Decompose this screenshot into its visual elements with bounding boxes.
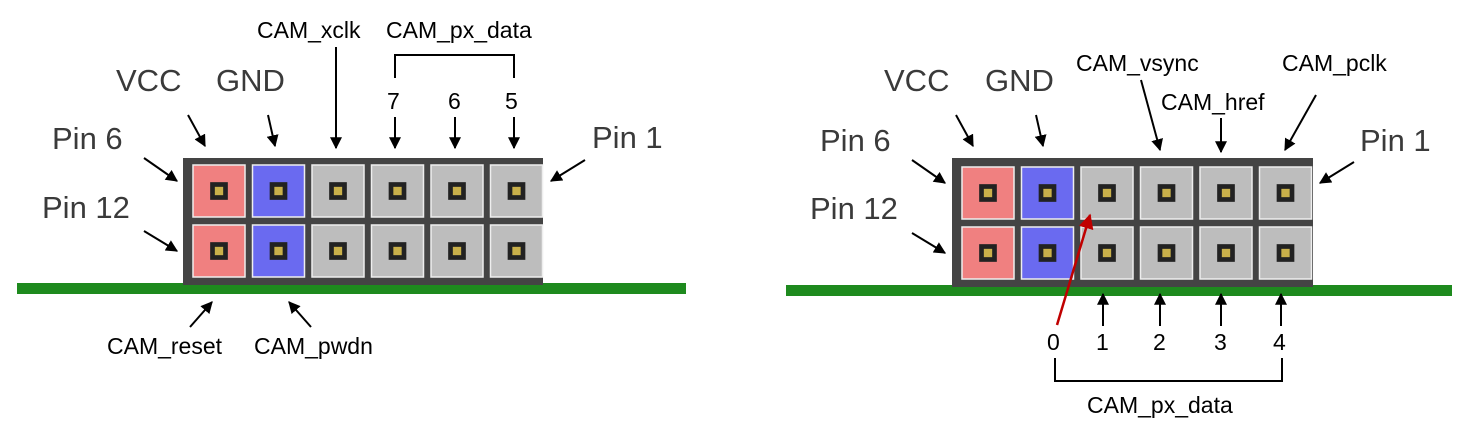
gnd-label: GND — [216, 63, 285, 98]
pin-contact-pad — [512, 246, 521, 256]
pin-contact-pad — [214, 246, 224, 256]
data-bit-5-label: 5 — [505, 88, 518, 114]
data-bit-0-label: 0 — [1047, 329, 1060, 355]
pin1-arrow — [549, 159, 586, 182]
vcc-arrow — [955, 114, 974, 148]
pin-contact-pad — [1162, 248, 1171, 258]
pin1-label: Pin 1 — [592, 120, 663, 155]
pin1-arrow — [1318, 161, 1355, 184]
px-data-bracket — [394, 54, 515, 78]
pin12-arrow — [911, 232, 947, 254]
pin6-label: Pin 6 — [820, 123, 891, 158]
data-bit-4-label: 4 — [1273, 329, 1286, 355]
pin-contact-pad — [1281, 188, 1290, 198]
pin-grid — [192, 164, 544, 278]
data-bit-3-label: 3 — [1214, 329, 1227, 355]
pin-contact-pad — [983, 248, 993, 258]
pin-contact-pad — [393, 246, 402, 256]
pin-contact-pad — [1162, 188, 1171, 198]
pin-contact-pad — [333, 246, 343, 256]
data-bit-7-label: 7 — [387, 88, 400, 114]
data-bit-1-label: 1 — [1096, 329, 1109, 355]
pin12-label: Pin 12 — [810, 191, 898, 226]
pin-grid — [961, 166, 1313, 280]
pin6-arrow — [911, 159, 946, 184]
vcc-arrow — [187, 114, 206, 148]
pin12-label: Pin 12 — [42, 190, 130, 225]
pin-contact-pad — [1102, 188, 1112, 198]
vsync-arrow — [1140, 79, 1163, 152]
pin1-label: Pin 1 — [1360, 123, 1431, 158]
pin-contact-pad — [983, 188, 993, 198]
connector-pin — [1080, 226, 1134, 280]
pcb-strip — [17, 283, 686, 294]
px-data-bottom-label: CAM_px_data — [1087, 392, 1233, 418]
pin12-arrow — [143, 230, 179, 252]
pin-contact-pad — [214, 186, 224, 196]
gnd-arrow — [1034, 114, 1047, 148]
px-data-bracket — [1054, 358, 1283, 382]
pclk-label: CAM_pclk — [1282, 50, 1387, 76]
pin-contact-pad — [1043, 248, 1052, 258]
data-bit-2-label: 2 — [1153, 329, 1166, 355]
gnd-label: GND — [985, 63, 1054, 98]
pin-contact-pad — [393, 186, 402, 196]
px-data-top-label: CAM_px_data — [386, 17, 532, 43]
right-connector-diagram: VCC GND Pin 6 Pin 12 Pin 1 CAM_vsync CAM… — [786, 50, 1452, 418]
connector-pin — [961, 226, 1015, 280]
pin-contact-pad — [1102, 248, 1112, 258]
pin6-arrow — [143, 157, 178, 182]
vcc-label: VCC — [884, 63, 949, 98]
pin6-label: Pin 6 — [52, 121, 123, 156]
pin-contact-pad — [1221, 188, 1231, 198]
gnd-arrow — [266, 114, 279, 148]
pin-contact-pad — [1221, 248, 1231, 258]
reset-label: CAM_reset — [107, 333, 223, 359]
pin-contact-pad — [452, 246, 462, 256]
xclk-label: CAM_xclk — [257, 17, 361, 43]
pin-contact-pad — [274, 186, 283, 196]
href-label: CAM_href — [1161, 89, 1265, 115]
left-connector-diagram: VCC GND Pin 6 Pin 12 Pin 1 CAM_xclk CAM_… — [17, 17, 686, 359]
pin-contact-pad — [274, 246, 283, 256]
pclk-arrow — [1284, 94, 1317, 152]
pwdn-arrow — [288, 301, 312, 328]
vcc-label: VCC — [116, 63, 181, 98]
pwdn-label: CAM_pwdn — [254, 333, 373, 359]
vsync-label: CAM_vsync — [1076, 50, 1199, 76]
data-bit-6-label: 6 — [448, 88, 461, 114]
pin-contact-pad — [1281, 248, 1290, 258]
pin-contact-pad — [452, 186, 462, 196]
pin-contact-pad — [1043, 188, 1052, 198]
pcb-strip — [786, 285, 1452, 296]
pin-contact-pad — [512, 186, 521, 196]
reset-arrow — [189, 301, 213, 328]
d0-arrow — [1055, 213, 1094, 326]
pin-contact-pad — [333, 186, 343, 196]
